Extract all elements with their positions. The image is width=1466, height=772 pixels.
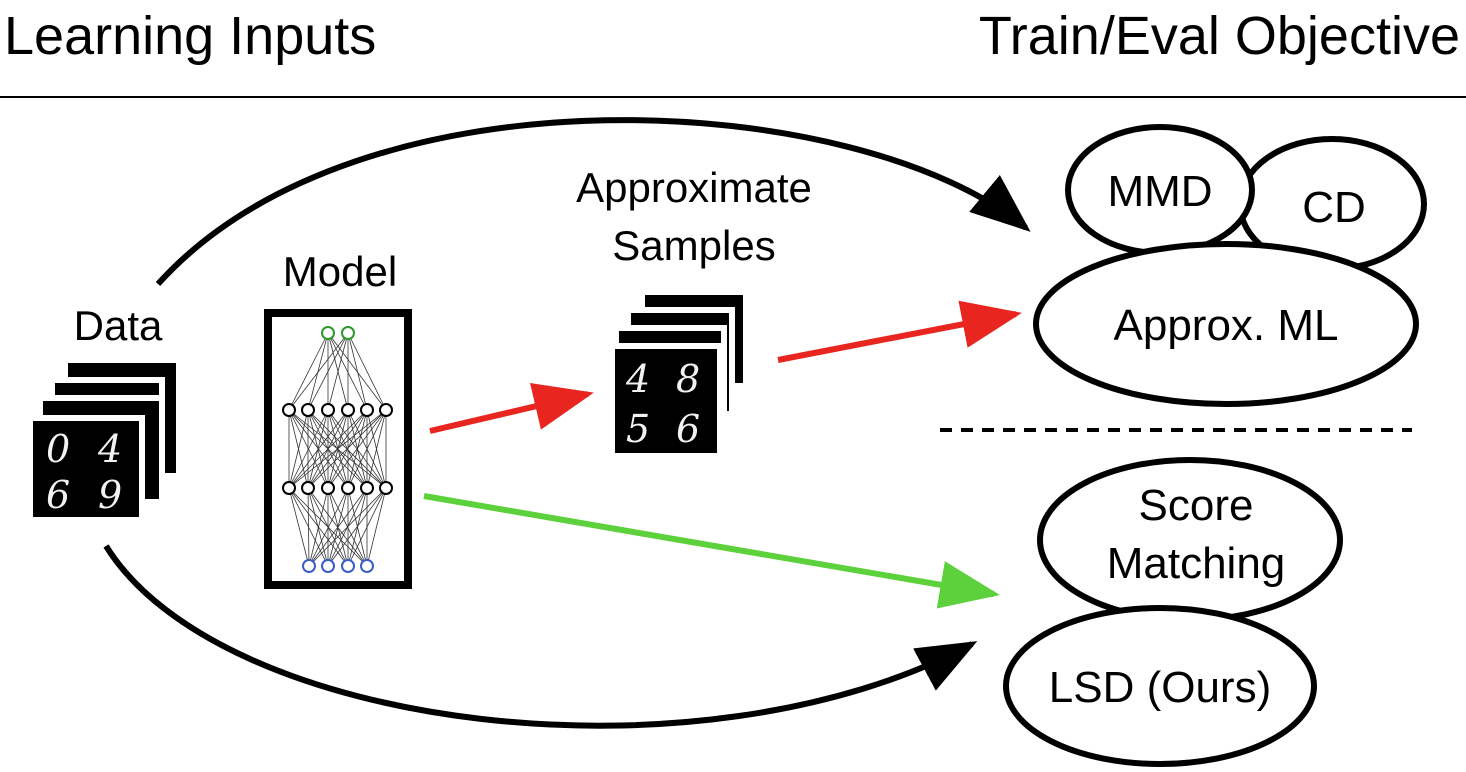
data-digit: 4 bbox=[97, 427, 122, 471]
data-label: Data bbox=[74, 302, 163, 349]
network-node bbox=[379, 403, 393, 417]
network-edge bbox=[308, 487, 387, 567]
network-node bbox=[360, 559, 374, 573]
network-edge bbox=[288, 332, 349, 411]
approx-ml-label: Approx. ML bbox=[1114, 301, 1339, 350]
sample-image-stack: 4 8 5 6 bbox=[609, 289, 749, 459]
data-image-stack: 0 4 6 9 bbox=[27, 358, 181, 523]
lsd-oval bbox=[1003, 605, 1317, 767]
data-digit: 9 bbox=[98, 473, 122, 517]
header-train-eval-objective: Train/Eval Objective bbox=[979, 6, 1460, 66]
network-node bbox=[341, 559, 355, 573]
network-node bbox=[282, 403, 296, 417]
approximate-samples-label-line1: Approximate bbox=[576, 164, 812, 211]
network-edge bbox=[327, 332, 349, 411]
network-edge bbox=[307, 332, 349, 411]
arrow-data-to-sample-objectives bbox=[155, 117, 1031, 287]
network-edge bbox=[307, 487, 368, 567]
network-edge bbox=[366, 487, 387, 567]
network-node bbox=[360, 403, 374, 417]
network-edge bbox=[288, 409, 387, 489]
network-edge bbox=[366, 409, 387, 489]
network-node bbox=[379, 481, 393, 495]
network-edge bbox=[327, 487, 387, 567]
network-edge bbox=[327, 409, 387, 489]
network-node bbox=[321, 326, 335, 340]
header-learning-inputs: Learning Inputs bbox=[4, 6, 376, 66]
network-edge bbox=[347, 487, 368, 567]
network-edge bbox=[307, 487, 329, 567]
network-node bbox=[302, 559, 316, 573]
sample-digit: 4 bbox=[625, 357, 650, 401]
model-label: Model bbox=[283, 248, 397, 295]
cd-label: CD bbox=[1302, 183, 1366, 232]
network-edge bbox=[347, 409, 368, 489]
network-edge bbox=[288, 332, 329, 411]
network-edge bbox=[308, 487, 349, 567]
network-node bbox=[321, 481, 335, 495]
approximate-samples-label-line2: Samples bbox=[612, 222, 775, 269]
network-edge bbox=[347, 487, 387, 567]
data-digit: 0 bbox=[46, 427, 70, 471]
network-edge bbox=[288, 409, 309, 489]
data-image-front bbox=[27, 415, 145, 523]
approx-ml-oval bbox=[1033, 241, 1419, 407]
network-edge bbox=[308, 487, 329, 567]
network-node bbox=[301, 403, 315, 417]
network-edge bbox=[347, 409, 387, 489]
network-node bbox=[341, 403, 355, 417]
network-edge bbox=[288, 487, 310, 567]
sample-image-front bbox=[609, 343, 723, 459]
network-edge bbox=[307, 487, 310, 567]
data-digit: 6 bbox=[46, 473, 70, 517]
sample-digit: 5 bbox=[626, 407, 650, 451]
score-matching-label-line1: Score bbox=[1139, 481, 1254, 530]
network-node bbox=[360, 481, 374, 495]
network-nodes bbox=[282, 326, 393, 573]
arrow-model-to-stein-objectives bbox=[423, 493, 1000, 609]
network-edge bbox=[288, 409, 349, 489]
network-edge bbox=[288, 409, 329, 489]
sample-digit: 8 bbox=[676, 357, 700, 401]
network-node bbox=[341, 326, 355, 340]
network-node bbox=[341, 481, 355, 495]
mmd-label: MMD bbox=[1107, 167, 1212, 216]
network-edge bbox=[308, 487, 368, 567]
score-matching-label-line2: Matching bbox=[1107, 539, 1286, 588]
arrow-model-to-samples bbox=[429, 382, 594, 434]
network-edge bbox=[307, 409, 387, 489]
arrow-samples-to-approx-ml bbox=[777, 300, 1022, 363]
network-edge bbox=[288, 409, 368, 489]
network-edge bbox=[347, 332, 387, 411]
arrow-data-to-lsd bbox=[103, 544, 978, 729]
network-node bbox=[321, 559, 335, 573]
sample-digit: 6 bbox=[676, 407, 700, 451]
network-edges bbox=[288, 332, 387, 567]
network-node bbox=[282, 481, 296, 495]
network-edge bbox=[327, 332, 368, 411]
network-node bbox=[301, 481, 315, 495]
network-node bbox=[321, 403, 335, 417]
lsd-label: LSD (Ours) bbox=[1049, 663, 1271, 712]
network-edge bbox=[347, 332, 368, 411]
